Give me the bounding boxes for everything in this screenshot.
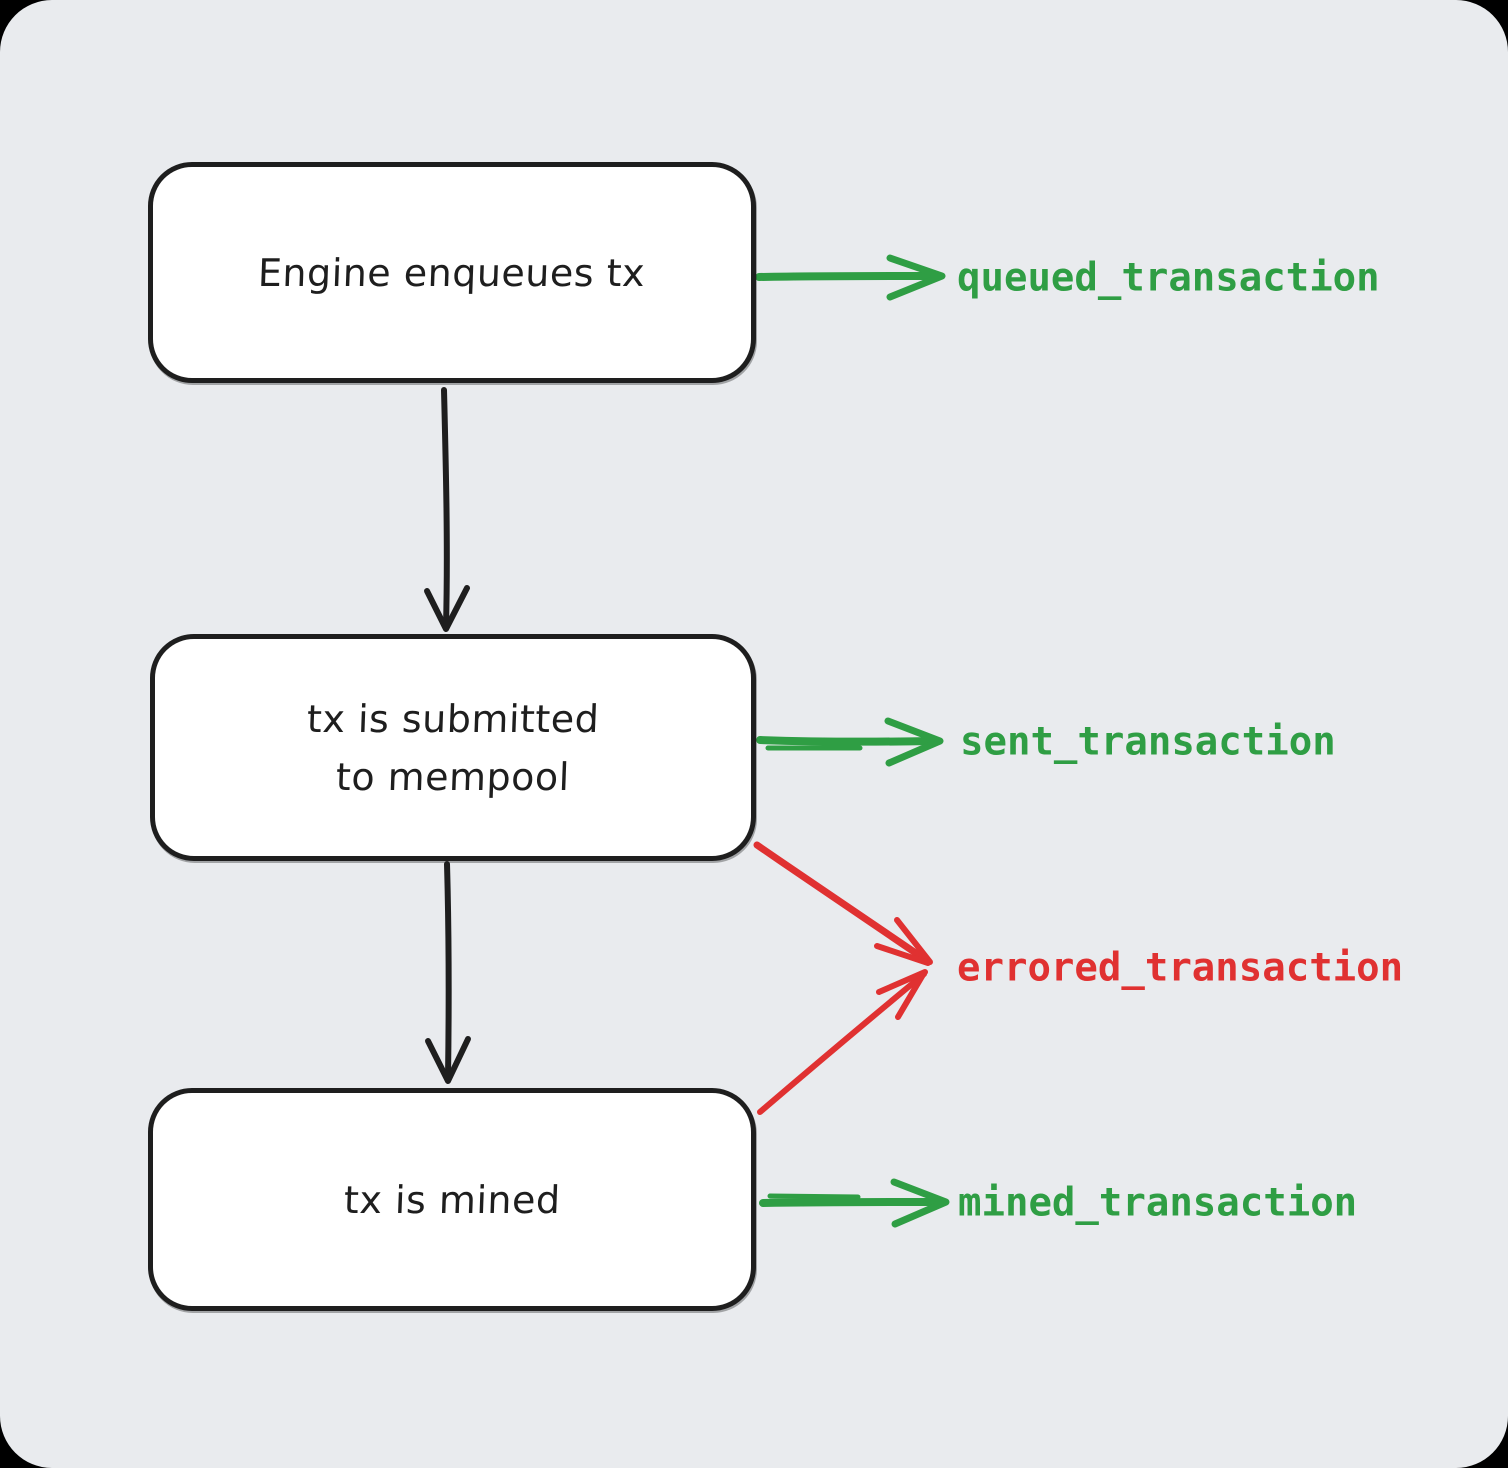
arrow-sent-transaction — [756, 717, 944, 767]
event-label-queued-transaction: queued_transaction — [957, 255, 1380, 301]
arrow-errored-from-submit — [753, 841, 933, 966]
event-label-sent-transaction: sent_transaction — [960, 719, 1336, 765]
arrow-submit-to-mined — [425, 861, 471, 1084]
node-tx-submitted-to-mempool: tx is submitted to mempool — [150, 634, 756, 861]
arrow-errored-from-mined — [757, 969, 928, 1115]
arrow-queued-transaction — [755, 254, 946, 301]
event-label-errored-transaction: errored_transaction — [957, 945, 1404, 991]
event-label-mined-transaction: mined_transaction — [958, 1180, 1358, 1226]
node-engine-enqueues-tx: Engine enqueues tx — [148, 162, 756, 383]
arrow-mined-transaction — [759, 1178, 950, 1228]
node-engine-enqueues-tx-label: Engine enqueues tx — [257, 250, 647, 295]
node-tx-submitted-line1: tx is submitted — [306, 696, 600, 741]
node-tx-submitted-line2: to mempool — [335, 754, 571, 799]
node-tx-is-mined: tx is mined — [148, 1088, 756, 1311]
arrow-enqueue-to-submit — [424, 387, 470, 632]
node-tx-is-mined-label: tx is mined — [342, 1177, 562, 1222]
